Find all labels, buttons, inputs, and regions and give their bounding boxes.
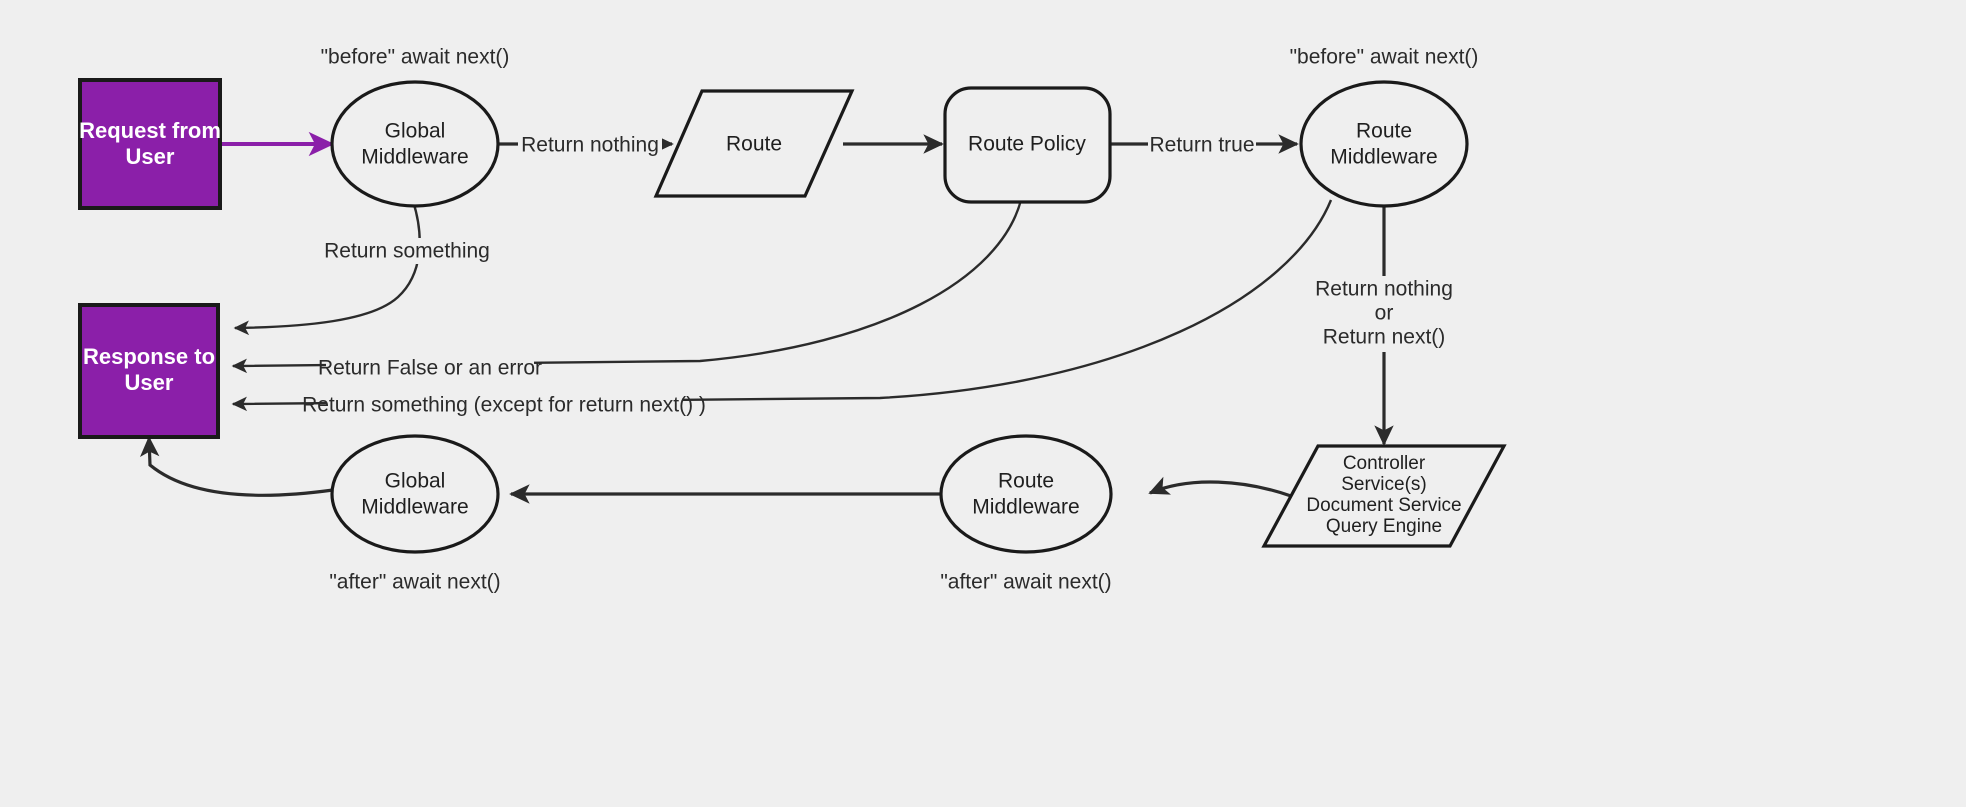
- edge-label-return-nothing-2: Return nothing: [1315, 278, 1453, 301]
- annotation-after-global-middleware: "after" await next(): [329, 571, 500, 594]
- controller-label-line4: Query Engine: [1326, 516, 1442, 537]
- route-middleware-after-ellipse[interactable]: [939, 434, 1113, 554]
- edge-label-return-next: Return next(): [1323, 326, 1446, 349]
- edge-global-mw-to-route: Return nothing: [498, 131, 674, 157]
- edge-label-return-something: Return something: [324, 240, 490, 263]
- node-response-to-user[interactable]: Response to User: [78, 303, 220, 439]
- controller-parallelogram[interactable]: [1261, 444, 1507, 548]
- node-route-policy[interactable]: Route Policy: [943, 86, 1112, 204]
- edge-route-mw-to-response: Return something (except for return next…: [231, 199, 1333, 419]
- route-middleware-after-label-line2: Middleware: [972, 496, 1079, 519]
- edge-label-return-something-except-next: Return something (except for return next…: [302, 394, 706, 417]
- edge-global-mw-to-response: Return something: [233, 200, 490, 336]
- edge-global-mw-after-to-response: [139, 436, 334, 497]
- global-middleware-before-ellipse[interactable]: [330, 80, 500, 208]
- response-to-user-label-line2: User: [125, 370, 174, 395]
- request-from-user-box[interactable]: [78, 78, 222, 210]
- edge-label-or: or: [1375, 302, 1394, 325]
- node-route-middleware-before[interactable]: Route Middleware: [1299, 80, 1469, 208]
- node-route[interactable]: Route: [653, 89, 855, 198]
- request-from-user-label-line2: User: [126, 144, 175, 169]
- global-middleware-after-label-line1: Global: [385, 470, 446, 493]
- annotation-before-global-middleware: "before" await next(): [321, 46, 510, 69]
- edge-label-return-nothing: Return nothing: [521, 134, 659, 157]
- route-policy-box[interactable]: [943, 86, 1112, 204]
- route-parallelogram[interactable]: [653, 89, 855, 198]
- route-policy-label: Route Policy: [968, 133, 1086, 156]
- node-controller[interactable]: Controller Service(s) Document Service Q…: [1261, 444, 1507, 548]
- global-middleware-before-label-line2: Middleware: [361, 146, 468, 169]
- edge-controller-to-route-mw-after: [1148, 476, 1292, 498]
- edge-label-return-false-or-error: Return False or an error: [318, 357, 542, 380]
- controller-label-line3: Document Service: [1306, 495, 1461, 516]
- response-to-user-label-line1: Response to: [83, 344, 215, 369]
- node-global-middleware-after[interactable]: Global Middleware: [330, 434, 500, 554]
- global-middleware-after-label-line2: Middleware: [361, 496, 468, 519]
- global-middleware-after-ellipse[interactable]: [330, 434, 500, 554]
- edge-route-mw-to-controller: Return nothing or Return next(): [1315, 201, 1454, 446]
- request-from-user-label-line1: Request from: [79, 118, 221, 143]
- route-label: Route: [726, 133, 782, 156]
- response-to-user-box[interactable]: [78, 303, 220, 439]
- global-middleware-before-label-line1: Global: [385, 120, 446, 143]
- route-middleware-before-ellipse[interactable]: [1299, 80, 1469, 208]
- route-middleware-before-label-line2: Middleware: [1330, 146, 1437, 169]
- annotation-after-route-middleware: "after" await next(): [940, 571, 1111, 594]
- annotation-before-route-middleware: "before" await next(): [1290, 46, 1479, 69]
- route-middleware-after-label-line1: Route: [998, 470, 1054, 493]
- node-route-middleware-after[interactable]: Route Middleware: [939, 434, 1113, 554]
- route-middleware-before-label-line1: Route: [1356, 120, 1412, 143]
- node-request-from-user[interactable]: Request from User: [78, 78, 222, 210]
- edge-label-return-true: Return true: [1149, 134, 1254, 157]
- edge-policy-to-response: Return False or an error: [231, 199, 1023, 381]
- edge-policy-to-route-mw: Return true: [1110, 131, 1299, 157]
- controller-label-line2: Service(s): [1341, 474, 1427, 495]
- controller-label-line1: Controller: [1343, 453, 1426, 474]
- node-global-middleware-before[interactable]: Global Middleware: [330, 80, 500, 208]
